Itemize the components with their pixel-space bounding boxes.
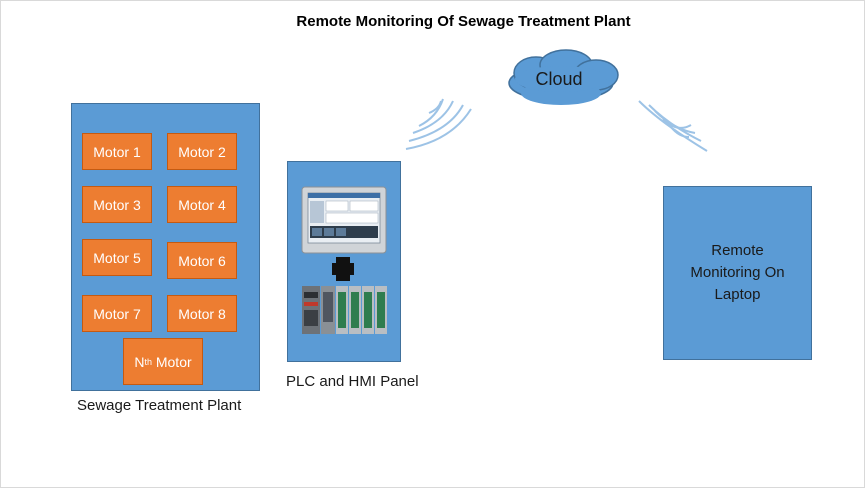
signal-waves-right (638, 100, 708, 152)
plc-panel (287, 161, 401, 362)
motor-box: Motor 3 (82, 186, 152, 223)
nth-motor-suffix: Motor (151, 353, 192, 370)
signal-waves-left (405, 98, 472, 150)
diagram-title: Remote Monitoring Of Sewage Treatment Pl… (296, 13, 631, 30)
motor-box: Motor 6 (167, 242, 237, 279)
plc-caption: PLC and HMI Panel (286, 373, 419, 390)
motor-box: Motor 5 (82, 239, 152, 276)
plus-icon (332, 257, 354, 281)
motor-box: Motor 8 (167, 295, 237, 332)
motor-box: Motor 7 (82, 295, 152, 332)
laptop-label: Remote Monitoring On Laptop (690, 242, 785, 303)
motor-box: Motor 2 (167, 133, 237, 170)
hmi-screen-icon (301, 186, 387, 254)
laptop-panel: Remote Monitoring On Laptop (663, 186, 812, 360)
motor-box: Motor 1 (82, 133, 152, 170)
nth-motor-sup: th (144, 356, 152, 367)
plant-caption: Sewage Treatment Plant (77, 397, 242, 414)
cloud-shape (508, 49, 619, 105)
plant-panel: Motor 1 Motor 2 Motor 3 Motor 4 Motor 5 … (71, 103, 260, 391)
plc-hmi-illustration (301, 186, 387, 334)
plc-modules-icon (302, 286, 387, 334)
nth-motor-prefix: N (134, 353, 145, 370)
motor-box: Motor 4 (167, 186, 237, 223)
cloud-label: Cloud (535, 69, 583, 89)
